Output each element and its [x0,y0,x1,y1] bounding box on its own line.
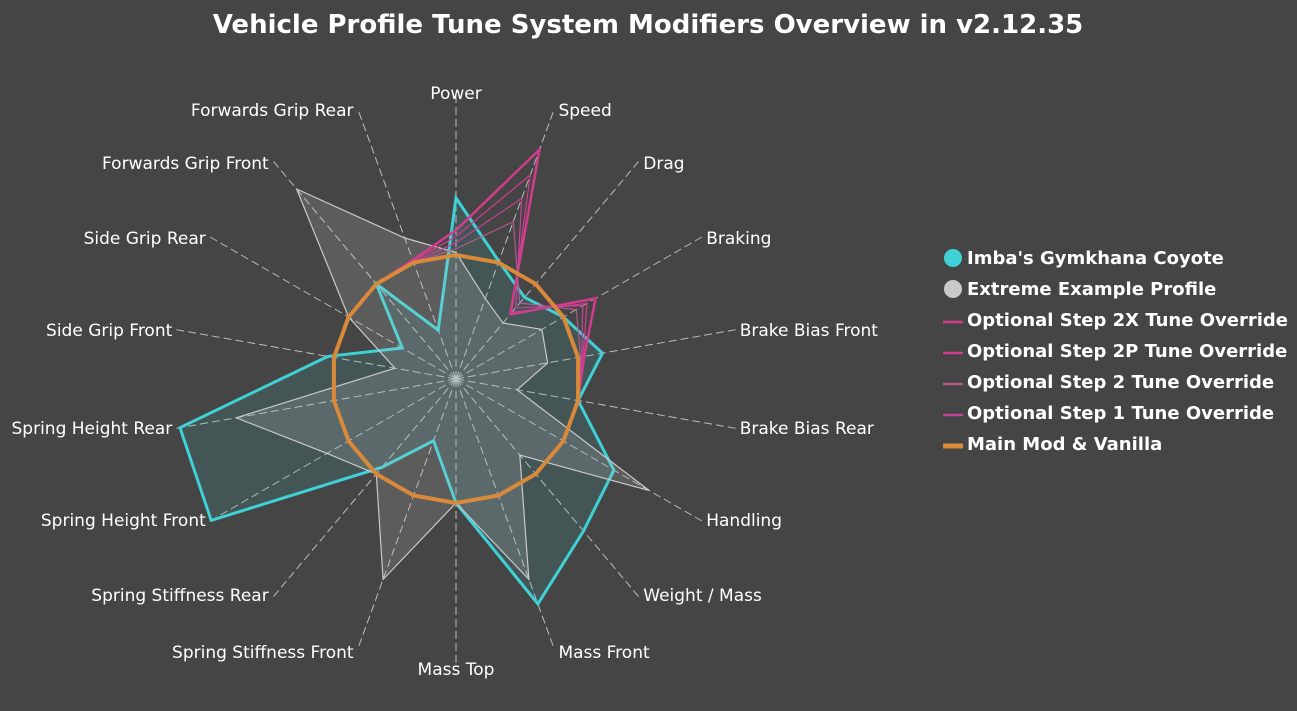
axis-label-spring-stiffness-front: Spring Stiffness Front [172,643,354,663]
axis-label-spring-stiffness-rear: Spring Stiffness Rear [91,586,268,606]
axis-label-side-grip-rear: Side Grip Rear [84,229,206,249]
series-shape-main-mod-vanilla [331,253,581,505]
legend-item-optional-step-2-tune-override[interactable]: Optional Step 2 Tune Override [943,372,1274,393]
chart-title: Vehicle Profile Tune System Modifiers Ov… [213,10,1084,40]
axis-label-spring-height-rear: Spring Height Rear [12,419,173,439]
axis-label-mass-front: Mass Front [558,643,650,663]
legend-label: Extreme Example Profile [967,279,1216,300]
legend-label: Imba's Gymkhana Coyote [967,248,1224,269]
axis-label-weight-mass: Weight / Mass [643,586,762,606]
legend-label: Main Mod & Vanilla [967,434,1162,455]
axis-label-side-grip-front: Side Grip Front [46,321,173,341]
axis-label-mass-top: Mass Top [418,660,495,680]
legend-item-optional-step-2p-tune-override[interactable]: Optional Step 2P Tune Override [943,341,1287,362]
axis-label-forwards-grip-front: Forwards Grip Front [102,154,269,174]
legend-label: Optional Step 1 Tune Override [967,403,1274,424]
axis-label-forwards-grip-rear: Forwards Grip Rear [191,101,354,121]
axis-label-speed: Speed [558,101,611,121]
axis-label-power: Power [430,84,481,104]
axis-label-spring-height-front: Spring Height Front [41,511,206,531]
legend-item-imba-s-gymkhana-coyote[interactable]: Imba's Gymkhana Coyote [944,248,1224,269]
legend-item-optional-step-2x-tune-override[interactable]: Optional Step 2X Tune Override [943,310,1288,331]
legend-item-main-mod-vanilla[interactable]: Main Mod & Vanilla [943,434,1162,455]
series-layer [178,148,650,607]
axis-label-drag: Drag [643,154,684,174]
axis-label-brake-bias-front: Brake Bias Front [740,321,879,341]
legend-marker-circle [944,249,962,267]
series-main-mod-vanilla [331,253,581,505]
legend-label: Optional Step 2 Tune Override [967,372,1274,393]
legend-label: Optional Step 2X Tune Override [967,310,1288,331]
legend-marker-circle [944,280,962,298]
axis-label-brake-bias-rear: Brake Bias Rear [740,419,874,439]
axis-label-handling: Handling [706,511,782,531]
axis-label-braking: Braking [706,229,771,249]
legend-label: Optional Step 2P Tune Override [967,341,1287,362]
legend-item-extreme-example-profile[interactable]: Extreme Example Profile [944,279,1216,300]
legend-item-optional-step-1-tune-override[interactable]: Optional Step 1 Tune Override [943,403,1274,424]
